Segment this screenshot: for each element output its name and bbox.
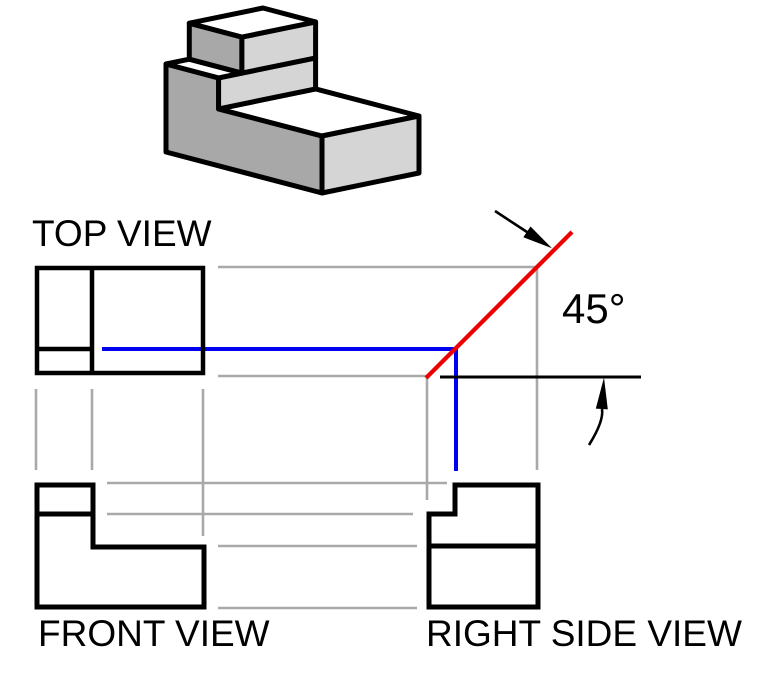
right-side-view-label: RIGHT SIDE VIEW: [426, 613, 742, 654]
angle-45-label: 45°: [562, 285, 626, 332]
angle-arrow-head: [595, 377, 608, 410]
miter-arrow-head: [523, 226, 552, 249]
iso-upper-block-top-face: [186, 5, 319, 40]
isometric-view: [163, 5, 422, 196]
miter-line-45deg: [424, 230, 574, 380]
front-view: [34, 482, 207, 610]
iso-base-right-face: [319, 113, 422, 196]
projection-lines: [34, 265, 539, 610]
top-view-label: TOP VIEW: [32, 213, 212, 254]
top-view: [34, 265, 206, 376]
angle-arrow-leader: [587, 408, 604, 446]
front-view-outline: [34, 482, 207, 610]
angle-reference-arrow: [587, 377, 608, 446]
fold-projection-line-blue: [102, 347, 458, 471]
miter-line-arrow: [494, 209, 552, 249]
miter-arrow-leader: [494, 209, 528, 234]
right-side-view: [426, 482, 541, 610]
right-side-view-outline: [426, 482, 541, 610]
top-view-outline: [34, 265, 206, 376]
front-view-label: FRONT VIEW: [38, 613, 270, 654]
